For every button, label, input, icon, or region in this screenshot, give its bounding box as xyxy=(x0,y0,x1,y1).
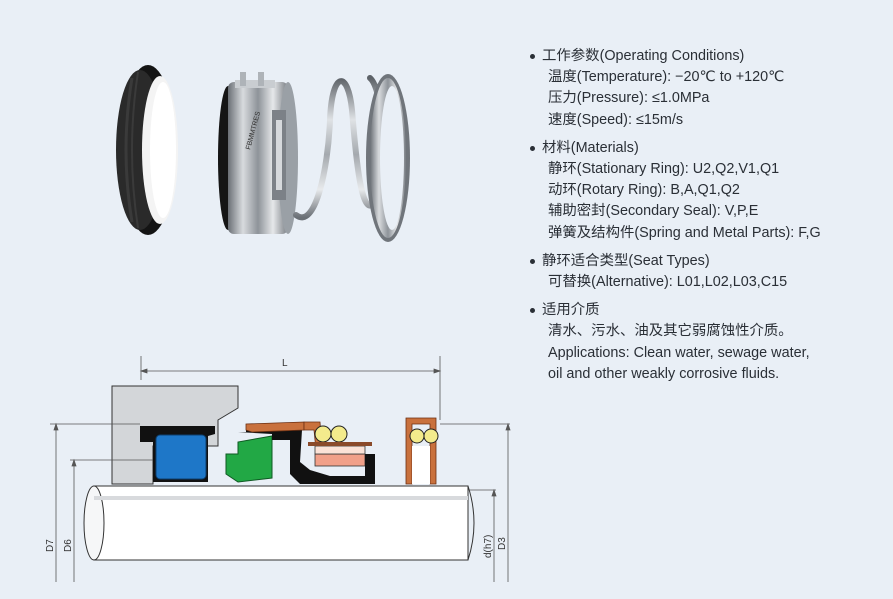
metal-retainer xyxy=(245,421,305,433)
bullet-icon xyxy=(530,308,535,314)
spec-section-title-text: 材料(Materials) xyxy=(542,139,639,156)
bellows-elastomer xyxy=(238,424,375,484)
label-D6: D6 xyxy=(63,539,74,552)
spec-line: 辅助密封(Secondary Seal): V,P,E xyxy=(548,203,759,220)
spec-section-title-text: 适用介质 xyxy=(542,302,600,319)
label-D3: D3 xyxy=(497,537,508,550)
specifications: 工作参数(Operating Conditions) 温度(Temperature… xyxy=(530,46,880,392)
spec-section-title-text: 工作参数(Operating Conditions) xyxy=(542,48,745,64)
spec-line: 可替换(Alternative): L01,L02,L03,C15 xyxy=(548,274,788,291)
bullet-icon xyxy=(530,54,535,60)
bullet-icon xyxy=(530,258,535,264)
spec-line: 温度(Temperature): −20℃ to +120℃ xyxy=(548,69,785,86)
rotary-head: FBMMTRES xyxy=(218,72,298,234)
drive-ring xyxy=(314,453,366,467)
spec-section-title: 工作参数(Operating Conditions) xyxy=(530,46,880,67)
spec-section-title: 适用介质 xyxy=(530,300,880,321)
spec-section-title: 静环适合类型(Seat Types) xyxy=(530,251,880,272)
spec-line: 动环(Rotary Ring): B,A,Q1,Q2 xyxy=(548,182,740,199)
spring-retainer-ring xyxy=(366,74,410,242)
spec-line: 压力(Pressure): ≤1.0MPa xyxy=(548,90,710,107)
label-L: L xyxy=(282,358,288,369)
sectional-drawing: L xyxy=(45,356,511,582)
spec-section: 材料(Materials) 静环(Stationary Ring): U2,Q2,… xyxy=(530,138,880,244)
spec-line: Applications: Clean water, sewage water, xyxy=(548,344,810,361)
spec-section: 工作参数(Operating Conditions) 温度(Temperature… xyxy=(530,46,880,131)
spec-line: 弹簧及结构件(Spring and Metal Parts): F,G xyxy=(548,224,821,241)
spec-section: 适用介质清水、污水、油及其它弱腐蚀性介质。 Applications: Clean… xyxy=(530,300,880,385)
label-dh7: d(h7) xyxy=(483,535,494,558)
spec-line: 速度(Speed): ≤15m/s xyxy=(548,111,684,128)
spec-line: 静环(Stationary Ring): U2,Q2,V1,Q1 xyxy=(548,161,780,178)
spec-section-title-text: 静环适合类型(Seat Types) xyxy=(542,252,710,269)
product-photo: FBMMTRES xyxy=(116,65,410,242)
spring-seat xyxy=(405,417,439,485)
spring-section xyxy=(314,425,348,443)
bullet-icon xyxy=(530,145,535,151)
spec-section: 静环适合类型(Seat Types) 可替换(Alternative): L01,… xyxy=(530,251,880,293)
stationary-ring-section xyxy=(155,434,207,480)
spec-line: oil and other weakly corrosive fluids. xyxy=(548,365,780,382)
rotary-ring-section xyxy=(225,435,273,483)
spec-line: 清水、污水、油及其它弱腐蚀性介质。 xyxy=(548,323,793,340)
spec-section-title: 材料(Materials) xyxy=(530,138,880,159)
dimension-L xyxy=(139,356,442,420)
shaft xyxy=(83,485,475,561)
stationary-seat-ring xyxy=(116,65,178,235)
label-D7: D7 xyxy=(45,539,56,552)
